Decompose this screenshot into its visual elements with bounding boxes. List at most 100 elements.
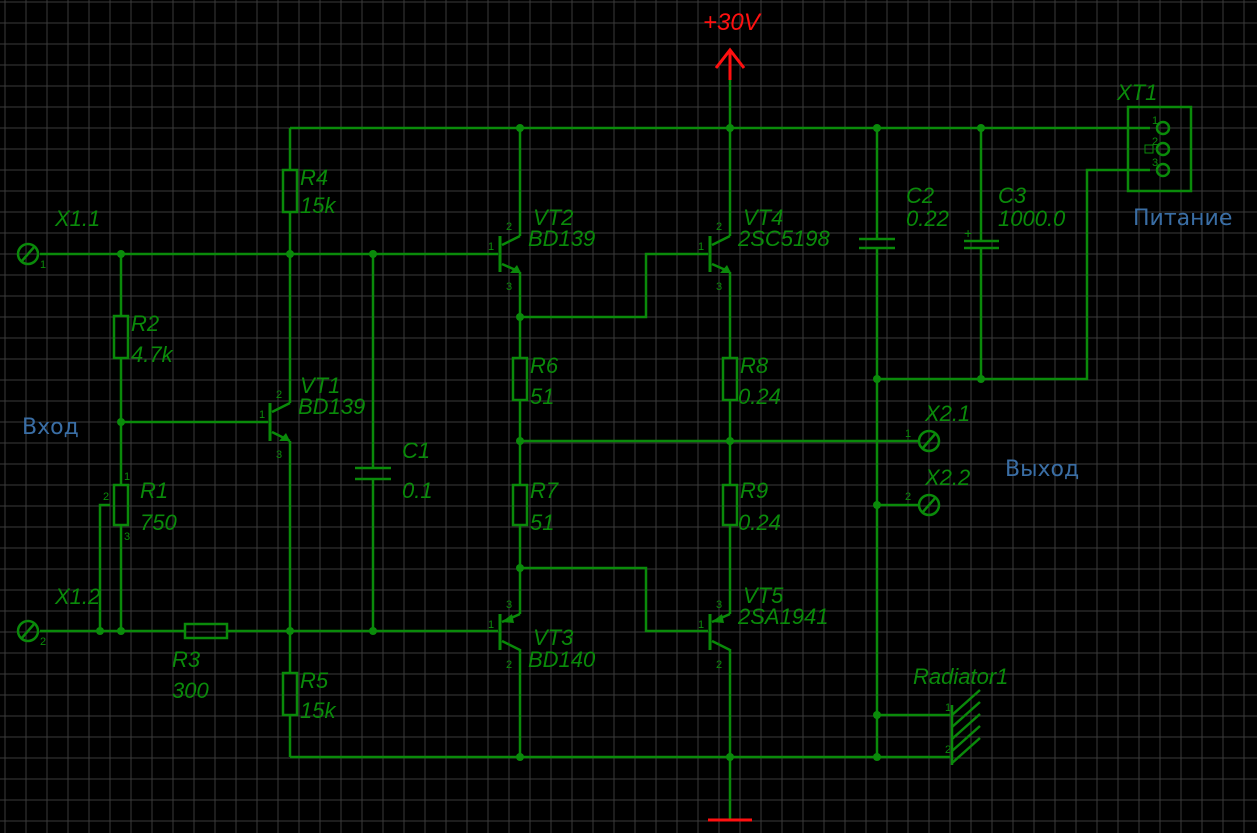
junction-dot <box>369 250 377 258</box>
junction-dot <box>873 711 881 719</box>
ref-label: X2.1 <box>924 401 970 426</box>
pin-number: 1 <box>905 428 911 440</box>
pin-number: 2 <box>506 659 512 671</box>
value-label: 51 <box>530 510 554 535</box>
net-label-supply: Питание <box>1133 206 1232 231</box>
part-label: BD139 <box>298 394 365 419</box>
connector-x2-1[interactable]: 1 X2.1 <box>905 401 970 453</box>
resistor-r7[interactable]: R7 51 <box>511 478 559 535</box>
value-label: 750 <box>140 510 177 535</box>
polarity-mark: + <box>964 225 972 241</box>
pin-number: 2 <box>276 389 282 401</box>
junction-dot <box>516 124 524 132</box>
ref-label: R1 <box>140 478 168 503</box>
ref-label: C1 <box>402 438 430 463</box>
ref-label: R6 <box>530 353 559 378</box>
ref-label: VT4 <box>743 205 783 230</box>
junction-dot <box>286 250 294 258</box>
pin-number: 2 <box>905 491 911 503</box>
ref-label: R2 <box>131 311 159 336</box>
ref-label: X2.2 <box>924 465 970 490</box>
value-label: 0.1 <box>402 478 433 503</box>
junction-dot <box>977 375 985 383</box>
value-label: 51 <box>530 384 554 409</box>
junction-dot <box>516 313 524 321</box>
resistor-r8[interactable]: R8 0.24 <box>721 353 781 409</box>
junction-dot <box>286 627 294 635</box>
resistor-r4[interactable]: R4 15k <box>281 165 336 218</box>
ref-label: XT1 <box>1116 80 1157 105</box>
ref-label: R4 <box>300 165 328 190</box>
resistor-r2[interactable]: R2 4.7k <box>112 311 174 367</box>
transistor-vt1[interactable]: 1 2 3 VT1 BD139 <box>259 373 365 461</box>
capacitor-c2[interactable]: C2 0.22 <box>859 183 949 250</box>
value-label: 1000.0 <box>998 206 1066 231</box>
junction-dot <box>726 753 734 761</box>
resistor-r6[interactable]: R6 51 <box>511 353 559 409</box>
ref-label: R8 <box>740 353 769 378</box>
radiator[interactable]: 1 2 Radiator1 <box>913 664 1008 765</box>
pin-number: 2 <box>716 659 722 671</box>
capacitor-c3[interactable]: + C3 1000.0 <box>964 183 1066 250</box>
ref-label: R5 <box>300 668 329 693</box>
part-label: 2SC5198 <box>737 226 831 251</box>
connector-x2-2[interactable]: 2 X2.2 <box>905 465 970 517</box>
transistor-vt2[interactable]: 1 2 3 VT2 BD139 <box>488 205 595 293</box>
pin-number: 3 <box>276 449 282 461</box>
part-label: BD140 <box>528 647 596 672</box>
value-label: 15k <box>300 698 336 723</box>
net-label-output: Выход <box>1005 457 1079 482</box>
pin-number: 1 <box>698 241 704 253</box>
junction-dot <box>516 437 524 445</box>
value-label: 4.7k <box>131 342 174 367</box>
junction-dot <box>726 437 734 445</box>
junction-dot <box>977 124 985 132</box>
capacitor-c1[interactable]: C1 0.1 <box>355 438 433 503</box>
ref-label: X1.1 <box>54 206 100 231</box>
ref-label: VT5 <box>743 583 784 608</box>
junction-dot <box>516 753 524 761</box>
part-label: BD139 <box>528 226 595 251</box>
ref-label: R3 <box>172 647 201 672</box>
junction-dot <box>369 627 377 635</box>
pin-number: 2 <box>40 636 46 648</box>
connector-x1-2[interactable]: 2 X1.2 <box>16 584 100 648</box>
part-label: 2SA1941 <box>737 604 829 629</box>
pin-number: 3 <box>506 281 512 293</box>
value-label: 15k <box>300 193 336 218</box>
junction-dot <box>873 753 881 761</box>
pin-number: 1 <box>488 241 494 253</box>
ref-label: VT1 <box>300 373 340 398</box>
value-label: 0.22 <box>906 206 949 231</box>
connector-x1-1[interactable]: 1 X1.1 <box>16 206 100 271</box>
wires <box>40 80 1150 820</box>
ref-label: R9 <box>740 478 768 503</box>
transistor-vt3[interactable]: 1 3 2 VT3 BD140 <box>488 599 596 672</box>
net-label-input: Вход <box>22 415 79 440</box>
ref-label: VT3 <box>533 625 574 650</box>
junctions <box>96 124 985 761</box>
junction-dot <box>96 627 104 635</box>
pin-number: 3 <box>506 599 512 611</box>
resistor-r9[interactable]: R9 0.24 <box>721 478 781 535</box>
resistor-r1[interactable]: 1 2 3 R1 750 <box>103 471 177 543</box>
pin-number: 2 <box>1152 136 1158 148</box>
transistor-vt5[interactable]: 1 3 2 VT5 2SA1941 <box>698 583 829 671</box>
pin-number: 1 <box>40 259 46 271</box>
junction-dot <box>117 418 125 426</box>
ref-label: Radiator1 <box>913 664 1008 689</box>
pin-number: 3 <box>716 281 722 293</box>
pin-number: 3 <box>1152 157 1158 169</box>
resistor-r3[interactable]: R3 300 <box>172 622 229 703</box>
pin-number: 1 <box>698 619 704 631</box>
connector-xt1[interactable]: 1 2 3 XT1 <box>1116 80 1193 193</box>
junction-dot <box>726 124 734 132</box>
pin-number: 1 <box>124 471 130 483</box>
pin-number: 1 <box>1152 115 1158 127</box>
resistor-r5[interactable]: R5 15k <box>281 668 336 723</box>
pin-number: 1 <box>945 702 951 714</box>
power-label: +30V <box>703 9 762 36</box>
transistor-vt4[interactable]: 1 2 3 VT4 2SC5198 <box>698 205 831 293</box>
